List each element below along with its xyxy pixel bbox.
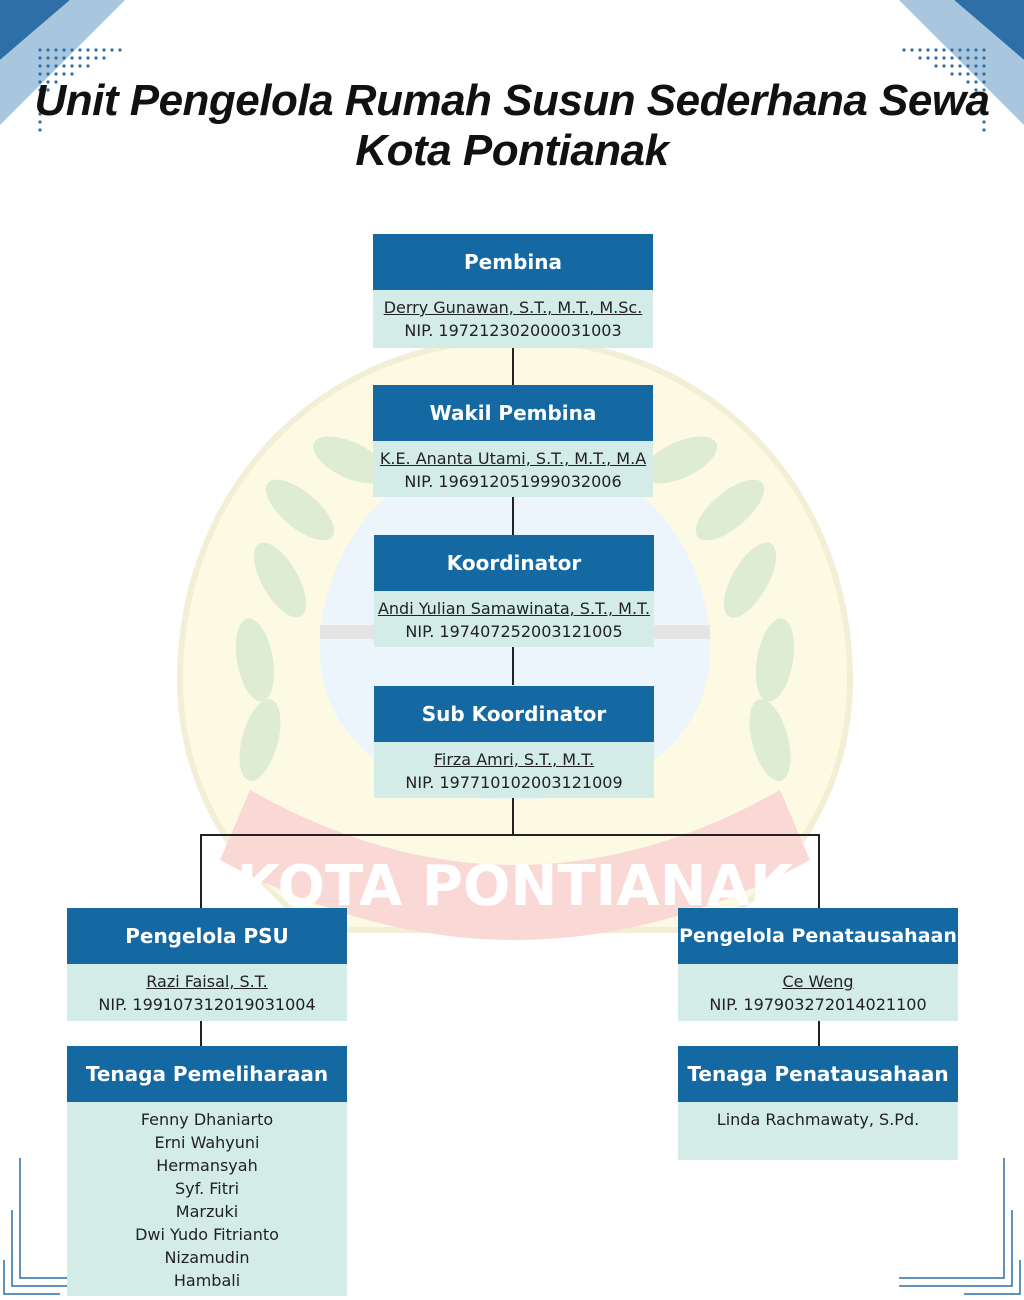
node-role: Pengelola PSU [67,908,347,964]
connector-line [512,347,514,385]
node-members: Fenny Dhaniarto Erni Wahyuni Hermansyah … [67,1102,347,1296]
connector-line [818,834,820,908]
member-name: Hambali [173,1271,241,1290]
page-title-line-1: Unit Pengelola Rumah Susun Sederhana Sew… [34,76,990,125]
node-role: Sub Koordinator [374,686,654,742]
node-name: Razi Faisal, S.T. [146,972,268,991]
connector-line [512,497,514,535]
node-members: Linda Rachmawaty, S.Pd. [678,1102,958,1160]
connector-line [200,834,202,908]
node-details: Andi Yulian Samawinata, S.T., M.T. NIP. … [374,591,654,647]
connector-line [200,834,820,836]
node-nip: NIP. 197407252003121005 [405,622,623,641]
node-details: Ce Weng NIP. 197903272014021100 [678,964,958,1021]
node-role: Pengelola Penatausahaan [678,908,958,964]
connector-line [200,1020,202,1046]
node-name: Andi Yulian Samawinata, S.T., M.T. [377,599,651,618]
node-name: Firza Amri, S.T., M.T. [433,750,595,769]
member-name: Linda Rachmawaty, S.Pd. [716,1110,920,1129]
corner-decoration-bottom-right [899,1158,1021,1295]
node-role: Tenaga Pemeliharaan [67,1046,347,1102]
member-name: Dwi Yudo Fitrianto [135,1225,279,1244]
member-name: Hermansyah [156,1156,258,1175]
node-tenaga-pemeliharaan: Tenaga Pemeliharaan Fenny Dhaniarto Erni… [67,1046,347,1296]
node-nip: NIP. 197212302000031003 [404,321,622,340]
node-tenaga-penatausahaan: Tenaga Penatausahaan Linda Rachmawaty, S… [678,1046,958,1160]
node-details: Derry Gunawan, S.T., M.T., M.Sc. NIP. 19… [373,290,653,348]
node-sub-koordinator: Sub Koordinator Firza Amri, S.T., M.T. N… [374,686,654,798]
node-wakil-pembina: Wakil Pembina K.E. Ananta Utami, S.T., M… [373,385,653,497]
connector-line [818,1020,820,1046]
corner-decoration-top-left [0,0,125,132]
node-nip: NIP. 197710102003121009 [405,773,623,792]
node-name: K.E. Ananta Utami, S.T., M.T., M.A [379,449,647,468]
node-nip: NIP. 199107312019031004 [98,995,316,1014]
node-name: Ce Weng [782,972,854,991]
node-role: Tenaga Penatausahaan [678,1046,958,1102]
corner-decoration-top-right [899,0,1024,132]
member-name: Fenny Dhaniarto [140,1110,274,1129]
connector-line [512,647,514,685]
node-nip: NIP. 196912051999032006 [404,472,622,491]
node-pengelola-penatausahaan: Pengelola Penatausahaan Ce Weng NIP. 197… [678,908,958,1021]
member-name: Nizamudin [164,1248,250,1267]
page-title-line-2: Kota Pontianak [355,126,669,175]
member-name: Syf. Fitri [174,1179,240,1198]
node-role: Pembina [373,234,653,290]
connector-line [512,797,514,835]
node-pembina: Pembina Derry Gunawan, S.T., M.T., M.Sc.… [373,234,653,348]
member-name: Erni Wahyuni [154,1133,260,1152]
node-pengelola-psu: Pengelola PSU Razi Faisal, S.T. NIP. 199… [67,908,347,1021]
node-role: Koordinator [374,535,654,591]
node-koordinator: Koordinator Andi Yulian Samawinata, S.T.… [374,535,654,647]
node-nip: NIP. 197903272014021100 [709,995,927,1014]
node-details: K.E. Ananta Utami, S.T., M.T., M.A NIP. … [373,441,653,497]
node-name: Derry Gunawan, S.T., M.T., M.Sc. [383,298,643,317]
node-details: Razi Faisal, S.T. NIP. 19910731201903100… [67,964,347,1021]
member-name: Marzuki [175,1202,239,1221]
node-role: Wakil Pembina [373,385,653,441]
node-details: Firza Amri, S.T., M.T. NIP. 197710102003… [374,742,654,798]
